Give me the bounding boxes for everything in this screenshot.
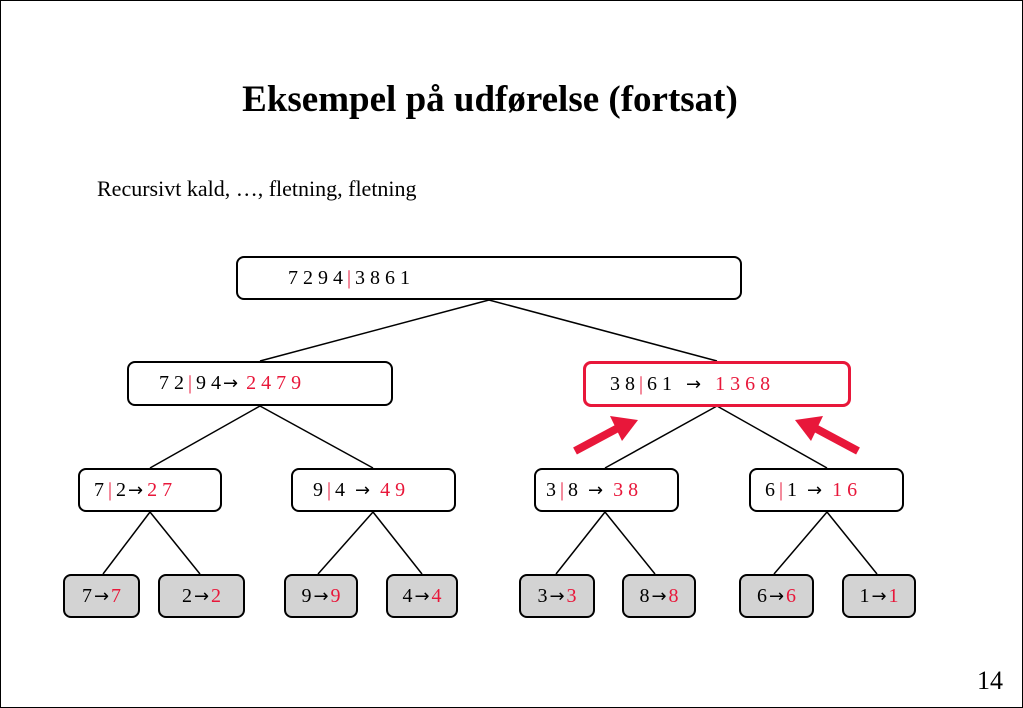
- leaf-node: 2 → 2: [158, 574, 245, 618]
- leaf-node: 1 → 1: [842, 574, 916, 618]
- node-root-sep: |: [347, 266, 352, 289]
- node-l-sorted: 2 4 7 9: [246, 372, 302, 394]
- edge-l-ll: [149, 405, 261, 469]
- node-rr-right: 1: [787, 478, 798, 501]
- leaf-node: 9 → 9: [284, 574, 358, 618]
- merge-arrow-left-head: [610, 416, 638, 441]
- node-r-right: 6 1: [647, 372, 673, 395]
- leaf-arrow: →: [871, 585, 887, 607]
- leaf-node: 7 → 7: [63, 574, 140, 618]
- leaf-in: 9: [301, 584, 312, 607]
- leaf-node: 6 → 6: [739, 574, 814, 618]
- edge-rl-leaf6: [604, 511, 656, 575]
- node-rl-arrow: →: [588, 479, 604, 501]
- slide-subtitle: Recursivt kald, …, fletning, fletning: [97, 176, 417, 201]
- leaf-out: 2: [211, 584, 222, 607]
- merge-arrow-right: [813, 424, 860, 455]
- node-rr-sep: |: [779, 478, 784, 501]
- node-root: 7 2 9 4 | 3 8 6 1: [236, 256, 742, 300]
- edge-l-lr: [259, 405, 374, 469]
- edge-r-rl: [604, 405, 718, 469]
- node-l-sep: |: [188, 372, 193, 394]
- node-lr: 9 | 4 → 4 9: [291, 468, 456, 512]
- leaf-out: 9: [330, 584, 341, 607]
- node-l-arrow: →: [223, 373, 239, 394]
- node-ll-left: 7: [94, 478, 104, 501]
- node-rr: 6 | 1 → 1 6: [749, 468, 904, 512]
- node-lr-arrow: →: [355, 479, 371, 501]
- node-ll-right: 2: [116, 478, 127, 501]
- node-ll-sep: |: [108, 478, 113, 501]
- edge-root-left: [259, 299, 490, 362]
- node-rr-arrow: →: [807, 479, 823, 501]
- edge-rr-leaf7: [773, 511, 828, 575]
- edge-ll-leaf1: [102, 511, 151, 575]
- edge-ll-leaf2: [149, 511, 201, 575]
- leaf-arrow: →: [768, 585, 785, 607]
- edge-rr-leaf8: [826, 511, 878, 575]
- leaf-node: 3 → 3: [519, 574, 595, 618]
- leaf-out: 4: [431, 584, 442, 607]
- node-l-right: 9 4: [196, 372, 222, 394]
- leaf-arrow: →: [414, 585, 430, 607]
- edge-lr-leaf3: [317, 511, 374, 575]
- leaf-arrow: →: [549, 585, 565, 607]
- node-rl: 3 | 8 → 3 8: [534, 468, 679, 512]
- merge-arrow-left: [573, 424, 620, 455]
- leaf-arrow: →: [193, 585, 210, 607]
- node-r-sep: |: [639, 372, 644, 395]
- node-l-left: 7 2: [159, 372, 184, 394]
- leaf-out: 3: [566, 584, 577, 607]
- leaf-in: 2: [181, 584, 192, 607]
- edge-r-rr: [716, 405, 828, 469]
- edge-root-right: [488, 299, 718, 362]
- leaf-arrow: →: [93, 585, 110, 607]
- leaf-in: 1: [859, 584, 870, 607]
- leaf-in: 7: [81, 584, 92, 607]
- merge-arrow-right-head: [795, 416, 823, 441]
- node-r-left: 3 8: [610, 372, 635, 395]
- slide-title: Eksempel på udførelse (fortsat): [242, 79, 738, 120]
- leaf-arrow: →: [313, 585, 329, 607]
- node-lr-left: 9: [313, 478, 323, 501]
- node-rl-right: 8: [568, 478, 579, 501]
- leaf-node: 4 → 4: [386, 574, 458, 618]
- page-number: 14: [977, 666, 1003, 695]
- leaf-in: 3: [537, 584, 548, 607]
- node-r-sorted: 1 3 6 8: [715, 372, 771, 395]
- leaf-out: 7: [111, 584, 122, 607]
- node-l: 7 2 | 9 4 → 2 4 7 9: [127, 361, 393, 406]
- node-root-left: 7 2 9 4: [288, 266, 343, 289]
- leaf-node: 8 → 8: [622, 574, 696, 618]
- node-ll-sorted: 2 7: [147, 478, 173, 501]
- node-r-arrow: →: [686, 373, 702, 395]
- node-ll-arrow: →: [128, 479, 144, 501]
- edge-lr-leaf4: [372, 511, 423, 575]
- node-lr-sep: |: [327, 478, 332, 501]
- node-rr-left: 6: [765, 478, 775, 501]
- leaf-out: 8: [668, 584, 679, 607]
- node-rl-sorted: 3 8: [613, 478, 639, 501]
- node-rr-sorted: 1 6: [832, 478, 858, 501]
- leaf-arrow: →: [651, 585, 667, 607]
- node-rl-sep: |: [560, 478, 565, 501]
- node-rl-left: 3: [546, 478, 556, 501]
- leaf-in: 4: [402, 584, 413, 607]
- node-lr-right: 4: [335, 478, 346, 501]
- node-r: 3 8 | 6 1 → 1 3 6 8: [583, 361, 851, 407]
- leaf-out: 6: [786, 584, 797, 607]
- node-ll: 7 | 2 → 2 7: [78, 468, 222, 512]
- leaf-in: 6: [756, 584, 767, 607]
- leaf-in: 8: [639, 584, 650, 607]
- leaf-out: 1: [888, 584, 899, 607]
- edge-rl-leaf5: [555, 511, 606, 575]
- node-root-right: 3 8 6 1: [355, 266, 411, 289]
- node-lr-sorted: 4 9: [380, 478, 406, 501]
